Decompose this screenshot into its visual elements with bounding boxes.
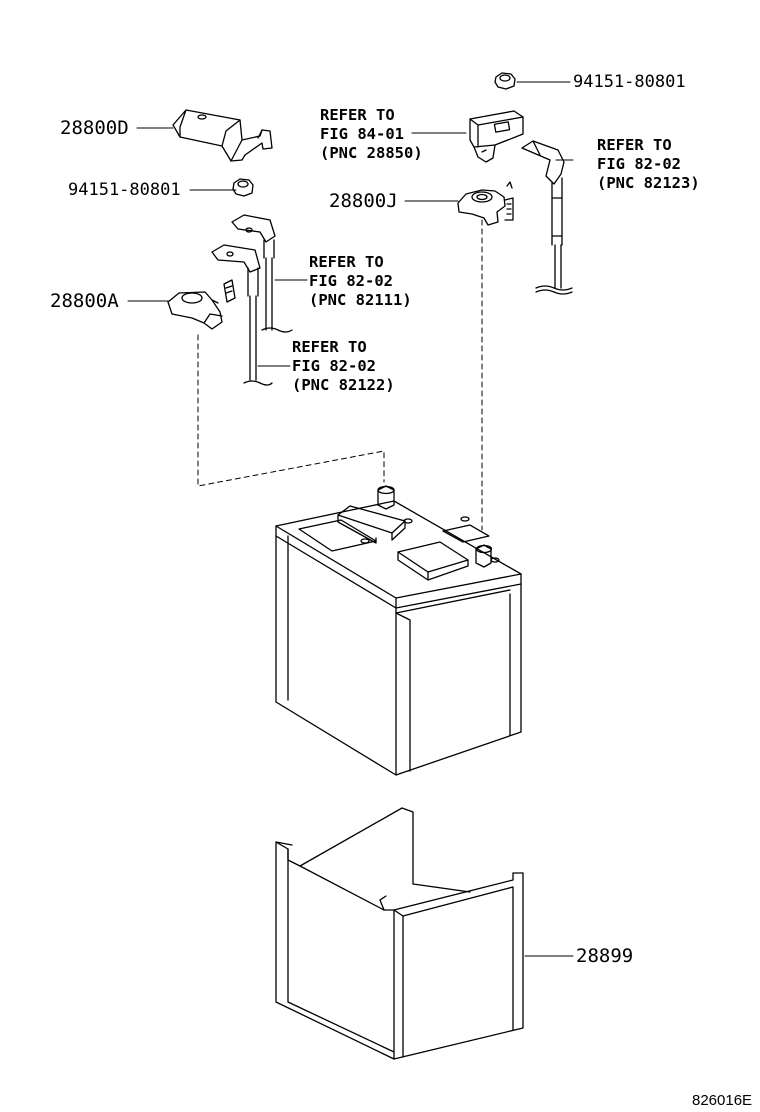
tray-drawing [276, 808, 523, 1059]
part-label-terminal-a: 28800A [50, 290, 119, 312]
reference-note-fig-82-02-pnc-82123: REFER TO FIG 82-02 (PNC 82123) [597, 136, 700, 193]
reference-line: (PNC 28850) [320, 143, 423, 162]
part-label-nut-left: 94151-80801 [68, 180, 181, 200]
part-label-terminal-j: 28800J [329, 190, 398, 212]
fusible-link-drawing [470, 111, 523, 162]
reference-line: REFER TO [309, 253, 384, 271]
terminal-cover-drawing [173, 110, 272, 161]
part-label-nut-top: 94151-80801 [573, 72, 686, 92]
diagram-code: 826016E [692, 1092, 753, 1109]
reference-line: FIG 82-02 [309, 271, 393, 290]
terminal-j-drawing [458, 182, 513, 225]
positive-clamp-drawing [168, 215, 292, 385]
reference-note-fig-82-02-pnc-82111: REFER TO FIG 82-02 (PNC 82111) [309, 253, 412, 310]
assembly-dashed-lines [198, 220, 482, 530]
reference-line: FIG 82-02 [292, 356, 376, 375]
reference-line: (PNC 82123) [597, 173, 700, 192]
reference-line: (PNC 82111) [309, 290, 412, 309]
part-label-tray: 28899 [576, 945, 634, 967]
reference-line: REFER TO [292, 338, 367, 356]
battery-drawing [276, 486, 521, 775]
part-label-terminal-cover: 28800D [60, 117, 129, 139]
nut-top-drawing [495, 73, 515, 89]
reference-line: (PNC 82122) [292, 375, 395, 394]
nut-left-drawing [233, 179, 253, 196]
reference-line: REFER TO [597, 136, 672, 154]
cable-82123-drawing [522, 141, 572, 294]
reference-line: FIG 84-01 [320, 124, 404, 143]
reference-line: REFER TO [320, 106, 395, 124]
leader-lines [128, 82, 573, 956]
reference-note-fig-82-02-pnc-82122: REFER TO FIG 82-02 (PNC 82122) [292, 338, 395, 395]
reference-note-fig-84-01: REFER TO FIG 84-01 (PNC 28850) [320, 106, 423, 163]
reference-line: FIG 82-02 [597, 154, 681, 173]
